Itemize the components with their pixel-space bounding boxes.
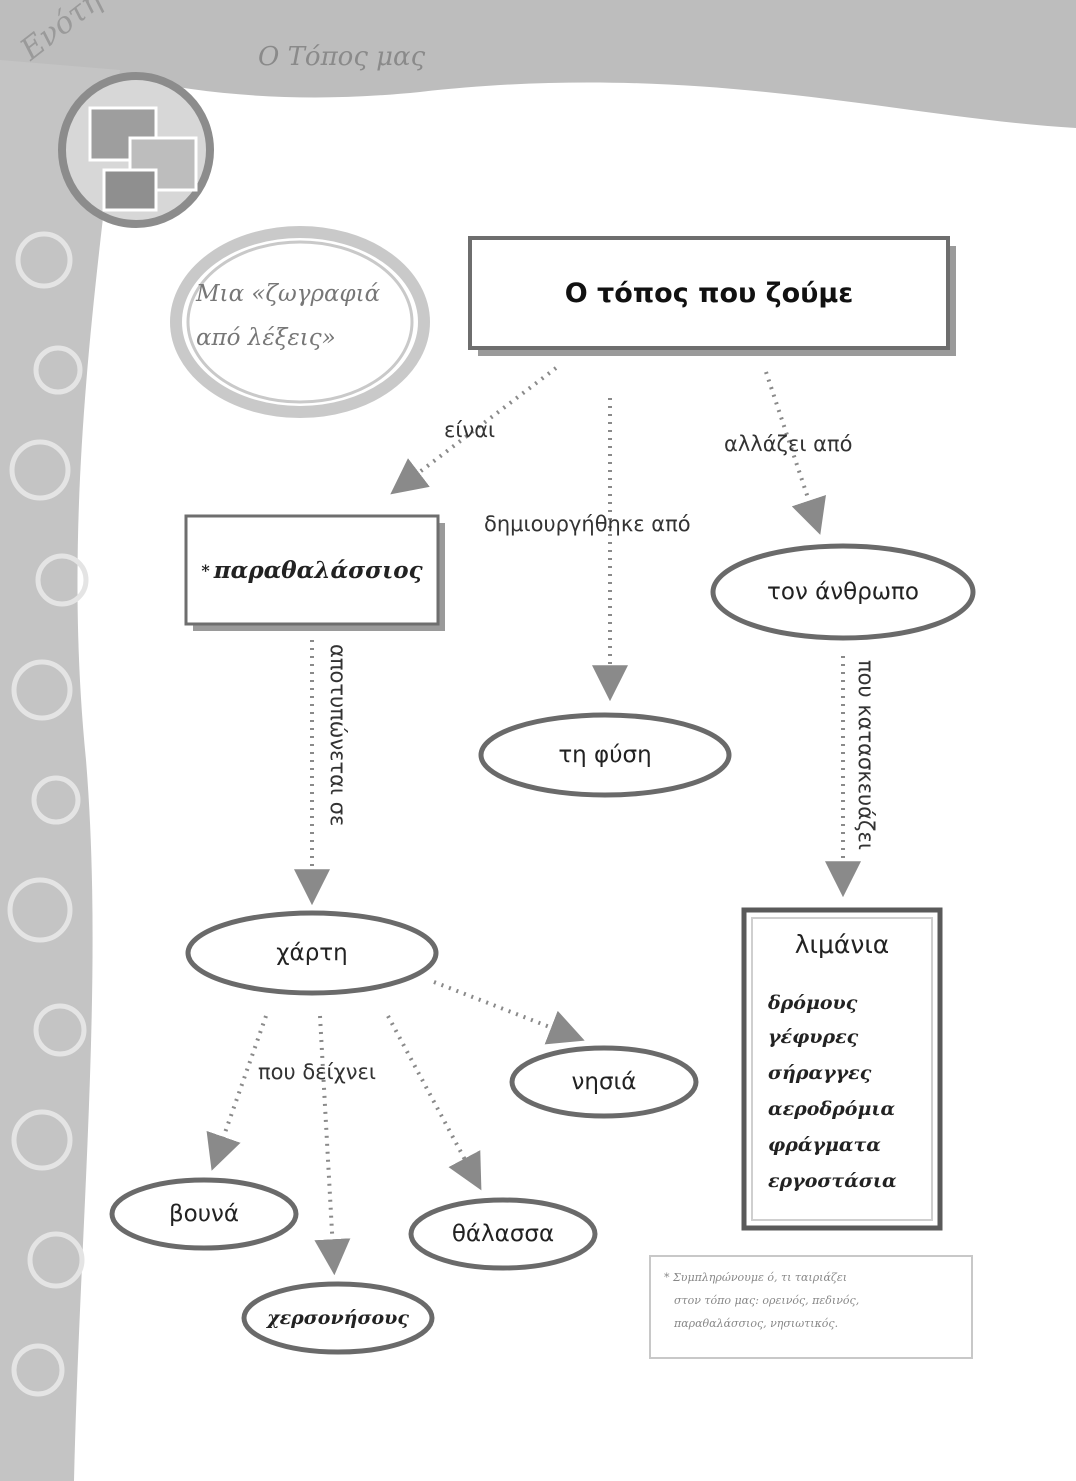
link-label-changed-by: αλλάζει από bbox=[724, 432, 853, 456]
arrow-map-to-mountains bbox=[206, 1015, 268, 1171]
link-label-depicted-in: αποτυπώνεται σε bbox=[326, 644, 350, 827]
arrow-map-to-islands bbox=[433, 980, 585, 1045]
main-box-frame bbox=[468, 236, 956, 356]
construction-item: σήραγγες bbox=[768, 1062, 872, 1084]
left-swirl-strip bbox=[0, 60, 120, 1481]
section-caption: Μια «ζωγραφιά από λέξεις» bbox=[196, 272, 416, 360]
link-label-created-by: δημιουργήθηκε από bbox=[484, 512, 691, 536]
footnote-line1: * Συμπληρώνουμε ό, τι ταιριάζει bbox=[664, 1271, 848, 1284]
footnote-line2: στον τόπο μας: ορεινός, πεδινός, bbox=[674, 1294, 860, 1307]
node-nature-shape bbox=[478, 712, 732, 798]
node-mountains-shape bbox=[109, 1177, 299, 1251]
arrow-map-to-peninsulas bbox=[314, 1015, 351, 1276]
footnote-line3: παραθαλάσσιος, νησιωτικός. bbox=[674, 1317, 839, 1330]
node-sea-shape bbox=[408, 1197, 598, 1271]
footnote: * Συμπληρώνουμε ό, τι ταιριάζει στον τόπ… bbox=[664, 1266, 964, 1335]
header-band bbox=[0, 0, 1076, 128]
node-islands: νησιά bbox=[571, 1069, 637, 1095]
coastal-label: παραθαλάσσιος bbox=[213, 556, 423, 584]
arrow-map-to-sea bbox=[386, 1015, 482, 1191]
construction-item: γέφυρες bbox=[768, 1026, 859, 1048]
node-human-shape bbox=[710, 543, 976, 641]
link-label-shows: που δείχνει bbox=[258, 1060, 376, 1084]
node-sea: θάλασσα bbox=[451, 1221, 555, 1247]
node-map-shape bbox=[185, 910, 439, 996]
arrow-root-to-human bbox=[764, 371, 826, 535]
root-node: Ο τόπος που ζούμε bbox=[564, 277, 854, 309]
node-peninsulas: χερσονήσους bbox=[267, 1307, 409, 1329]
node-nature: τη φύση bbox=[558, 742, 652, 768]
construction-item: φράγματα bbox=[768, 1134, 881, 1156]
node-map: χάρτη bbox=[276, 940, 348, 966]
node-mountains: βουνά bbox=[168, 1201, 240, 1227]
arrow-root-to-coastal bbox=[390, 366, 558, 495]
coastal-marker: * bbox=[201, 560, 210, 580]
construction-item: εργοστάσια bbox=[768, 1170, 897, 1192]
node-coastal: * παραθαλάσσιος bbox=[186, 516, 438, 624]
section-caption-line1: Μια «ζωγραφιά bbox=[196, 281, 381, 307]
constructions-title: λιμάνια bbox=[794, 930, 890, 959]
constructions-box-frame bbox=[741, 907, 943, 1231]
unit-title: Ο Τόπος μας bbox=[258, 42, 426, 72]
link-label-is: είναι bbox=[444, 418, 496, 442]
link-label-builds: που κατασκευάζει bbox=[854, 660, 878, 850]
construction-item: δρόμους bbox=[768, 992, 858, 1014]
footnote-frame bbox=[649, 1255, 973, 1359]
swirl-ornaments bbox=[7, 231, 89, 1397]
coastal-box-frame bbox=[184, 514, 445, 631]
node-human: τον άνθρωπο bbox=[767, 579, 919, 605]
caption-ring-ornament bbox=[170, 226, 430, 418]
construction-item: αεροδρόμια bbox=[768, 1098, 896, 1120]
unit-badge-icon bbox=[58, 72, 214, 228]
section-caption-line2: από λέξεις» bbox=[196, 325, 336, 351]
node-islands-shape bbox=[509, 1045, 699, 1119]
node-peninsulas-shape bbox=[241, 1281, 435, 1355]
